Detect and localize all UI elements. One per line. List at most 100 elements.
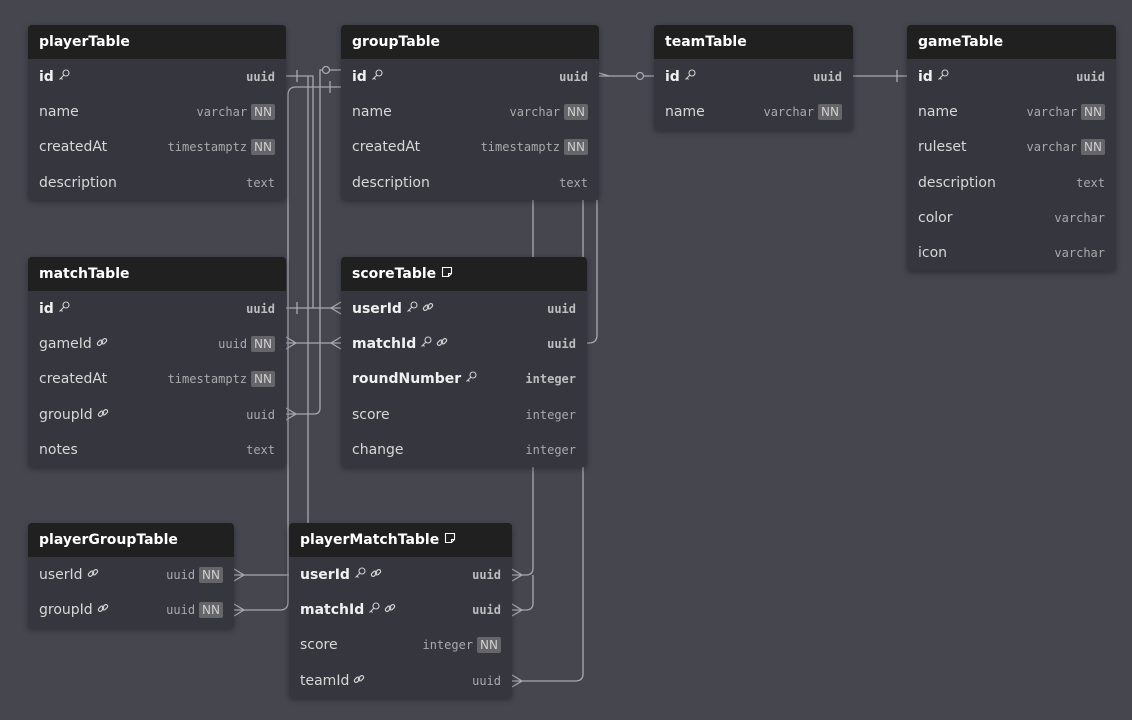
table-header[interactable]: matchTable [28, 257, 286, 291]
table-header[interactable]: playerTable [28, 25, 286, 59]
table-name: teamTable [665, 34, 747, 50]
column-type: uuid [246, 301, 275, 316]
column-name: score [352, 406, 390, 423]
note-icon[interactable] [441, 266, 453, 282]
not-null-badge: NN [251, 371, 275, 388]
table-header[interactable]: playerMatchTable [289, 523, 512, 557]
column-type: timestamptz [167, 372, 248, 387]
column-type: uuid [472, 602, 501, 617]
column-name: createdAt [39, 139, 108, 156]
not-null-badge: NN [564, 139, 588, 156]
column-name: score [300, 637, 338, 654]
column-name: name [352, 103, 392, 120]
key-icon [58, 301, 70, 317]
column-type: timestamptz [167, 140, 248, 155]
table-header[interactable]: scoreTable [341, 257, 587, 291]
column-type: uuid [166, 602, 196, 617]
not-null-badge: NN [818, 103, 842, 120]
column-row[interactable]: id uuid [28, 59, 286, 94]
column-name: description [352, 174, 430, 191]
column-name: matchId [300, 601, 365, 618]
relation-line [512, 467, 584, 682]
column-row[interactable]: matchId uuid [289, 592, 512, 627]
column-name: matchId [352, 335, 417, 352]
column-name: icon [918, 245, 948, 262]
column-type: uuid [166, 567, 196, 582]
column-type: uuid [246, 69, 275, 84]
link-icon [96, 336, 108, 352]
column-type: integer [525, 407, 576, 422]
table-header[interactable]: groupTable [341, 25, 599, 59]
key-icon [420, 336, 432, 352]
zero-marker [321, 65, 331, 75]
table-header[interactable]: gameTable [907, 25, 1116, 59]
column-name: id [39, 68, 54, 85]
column-type: uuid [246, 407, 275, 422]
column-name: color [918, 209, 953, 226]
column-type: integer [422, 638, 474, 653]
relation-line [286, 75, 314, 308]
table-name: playerTable [39, 34, 130, 50]
key-icon [465, 371, 477, 387]
column-row[interactable]: icon varchar [907, 235, 1116, 270]
link-icon [370, 567, 382, 583]
relation-line [512, 575, 534, 611]
table-header[interactable]: teamTable [654, 25, 853, 59]
column-name: change [352, 441, 404, 458]
column-name: groupId [39, 406, 93, 423]
key-icon [354, 567, 366, 583]
column-name: notes [39, 441, 78, 458]
table-header[interactable]: playerGroupTable [28, 523, 234, 557]
not-null-badge: NN [251, 139, 275, 156]
relation-line [587, 200, 598, 344]
column-row[interactable]: score integer [341, 397, 587, 432]
table-name: playerGroupTable [39, 532, 178, 548]
zero-marker [635, 71, 645, 81]
column-row[interactable]: id uuid [28, 291, 286, 326]
column-name: id [39, 300, 54, 317]
link-icon [436, 336, 448, 352]
key-icon [684, 69, 696, 85]
column-row[interactable]: groupId uuid [28, 397, 286, 432]
column-name: description [39, 174, 117, 191]
table-name: gameTable [918, 34, 1004, 50]
note-icon[interactable] [444, 532, 456, 548]
column-name: gameId [39, 335, 92, 352]
column-type: varchar [1054, 246, 1105, 261]
